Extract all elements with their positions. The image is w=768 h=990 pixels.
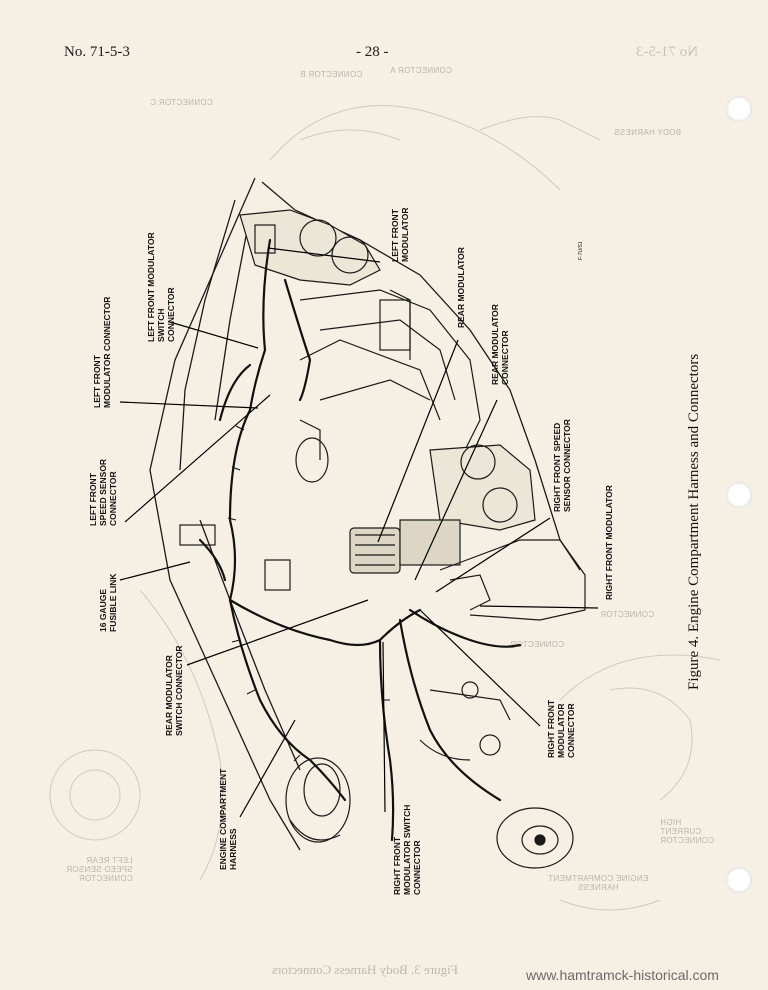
engine-compartment-harness-wiring: [198, 238, 522, 842]
label-left-front-modulator-switch-connector: LEFT FRONT MODULATOR SWITCH CONNECTOR: [146, 232, 176, 342]
callout-leader-lines: [119, 247, 599, 818]
binder-hole-middle: [726, 482, 752, 508]
label-rear-modulator-connector: REAR MODULATOR CONNECTOR: [490, 304, 510, 385]
part-code: F-7U/S1: [578, 241, 584, 260]
figure-caption: Figure 4. Engine Compartment Harness and…: [686, 353, 702, 690]
label-right-front-modulator-switch-connector: RIGHT FRONT MODULATOR SWITCH CONNECTOR: [392, 804, 422, 895]
watermark: www.hamtramck-historical.com: [526, 967, 719, 983]
right-front-modulator-shape: [429, 444, 536, 531]
label-right-front-modulator-connector: RIGHT FRONT MODULATOR CONNECTOR: [546, 699, 576, 758]
label-right-front-speed-sensor-connector: RIGHT FRONT SPEED SENSOR CONNECTOR: [552, 419, 572, 512]
brake-rotor: [496, 807, 574, 869]
label-left-front-modulator-connector: LEFT FRONT MODULATOR CONNECTOR: [92, 296, 112, 408]
misc-components: [179, 419, 329, 591]
label-left-front-modulator: LEFT FRONT MODULATOR: [390, 207, 410, 262]
label-left-front-speed-sensor-connector: LEFT FRONT SPEED SENSOR CONNECTOR: [88, 458, 118, 526]
page-number: - 28 -: [356, 44, 389, 60]
label-rear-modulator-switch-connector: REAR MODULATOR SWITCH CONNECTOR: [164, 645, 184, 736]
document-number: No. 71-5-3: [64, 44, 130, 60]
label-engine-compartment-harness: ENGINE COMPARTMENT HARNESS: [218, 768, 238, 870]
suspension-link: [419, 681, 511, 761]
label-16-gauge-fusible-link: 16 GAUGE FUSIBLE LINK: [98, 573, 118, 632]
rear-modulator-shape: [349, 519, 461, 574]
ghost-diagram-shapes: [49, 105, 721, 911]
label-right-front-modulator: RIGHT FRONT MODULATOR: [604, 485, 614, 600]
binder-hole-top: [726, 96, 752, 122]
label-rear-modulator: REAR MODULATOR: [456, 247, 466, 328]
binder-hole-bottom: [726, 867, 752, 893]
left-front-modulator-shape: [239, 209, 381, 286]
left-wheel-hub: [285, 757, 351, 843]
harness-clips: [227, 425, 390, 762]
right-front-housing: [439, 539, 586, 621]
engine-frame: [299, 289, 481, 461]
